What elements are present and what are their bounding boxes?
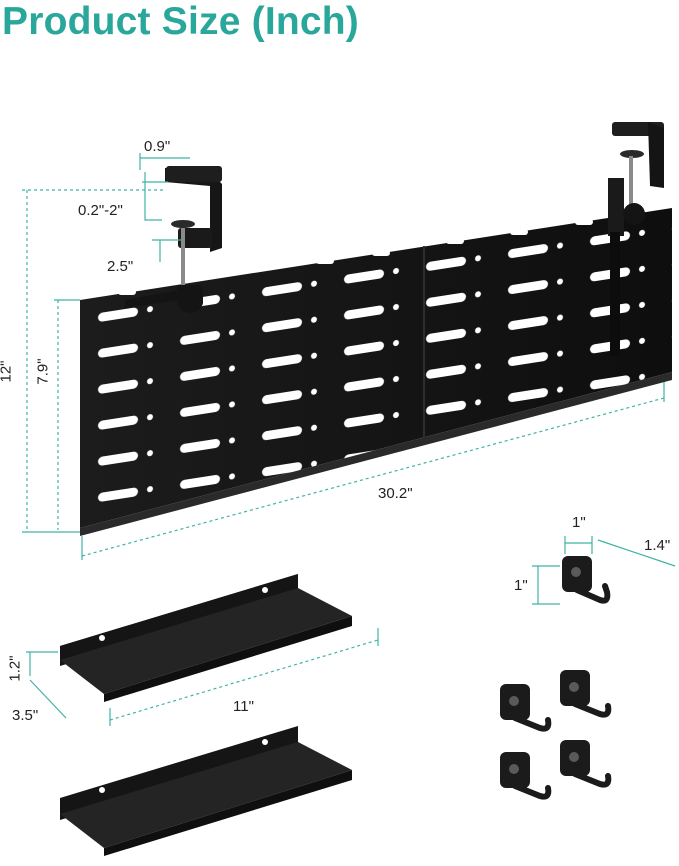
hook-single bbox=[562, 556, 611, 604]
dim-shelf-height: 1.2" bbox=[6, 655, 24, 682]
dim-clamp-range: 0.2"-2" bbox=[78, 202, 123, 219]
shelf-top bbox=[60, 574, 352, 702]
dim-clamp-width: 0.9" bbox=[144, 138, 171, 155]
page-title: Product Size (Inch) bbox=[2, 0, 359, 43]
dim-hook-depth: 1.4" bbox=[644, 537, 671, 554]
pegboard-panel bbox=[80, 208, 672, 536]
clamp-left bbox=[125, 166, 222, 313]
clamp-right bbox=[608, 122, 664, 356]
dim-panel-height: 7.9" bbox=[34, 358, 52, 385]
dim-panel-length: 30.2" bbox=[378, 485, 413, 502]
dim-panel-overall-height: 12" bbox=[0, 360, 15, 383]
dim-clamp-depth: 2.5" bbox=[107, 258, 134, 275]
hook-set bbox=[500, 670, 612, 800]
shelf-bottom bbox=[60, 726, 352, 856]
dim-shelf-length: 11" bbox=[233, 698, 254, 715]
dim-shelf-depth: 3.5" bbox=[12, 707, 39, 724]
dimension-lines bbox=[22, 153, 676, 726]
dim-hook-width: 1" bbox=[572, 514, 586, 531]
dim-hook-height: 1" bbox=[514, 577, 528, 594]
